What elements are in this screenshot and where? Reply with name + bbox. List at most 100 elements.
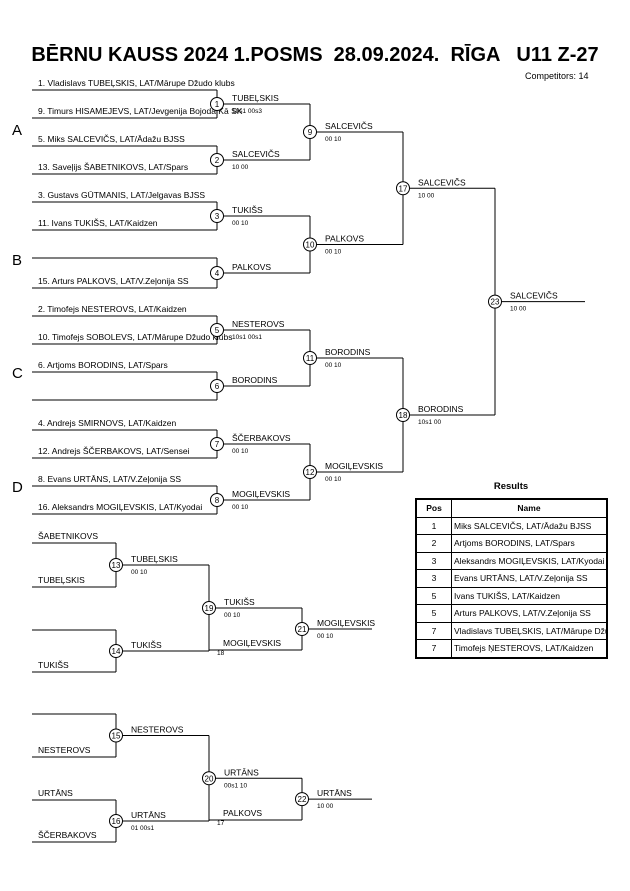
match-number: 22 [298, 795, 307, 804]
match-number: 4 [215, 269, 220, 278]
match-winner: URTĀNS [131, 810, 166, 820]
match-number-circle [210, 379, 224, 393]
entry-name: 12. Andrejs ŠČERBAKOVS, LAT/Sensei [38, 446, 190, 456]
match-number-circle [109, 728, 123, 743]
match-number-circle [210, 97, 224, 111]
match-number: 15 [112, 732, 121, 741]
entry-name: 3. Gustavs GŪTMANIS, LAT/Jelgavas BJSS [38, 190, 205, 200]
match-number: 23 [491, 298, 500, 307]
match-score: 00 10 [224, 612, 241, 619]
match-score: 01 00s1 [131, 825, 155, 832]
match-number-circle [210, 153, 224, 167]
crossover-tag: 18 [217, 650, 225, 657]
entry-name: 2. Timofejs NESTEROVS, LAT/Kaidzen [38, 304, 187, 314]
result-position: 3 [415, 551, 452, 570]
match-number: 5 [215, 326, 220, 335]
page-title: BĒRNU KAUSS 2024 1.POSMS 28.09.2024. RĪG… [31, 44, 599, 66]
competitors-count: Competitors: 14 [525, 71, 589, 81]
repechage-entry-name: NESTEROVS [38, 745, 91, 755]
match-number: 7 [215, 440, 220, 449]
crossover-name: MOGIĻEVSKIS [223, 638, 281, 648]
result-name: Artjoms BORODINS, LAT/Spars [451, 534, 608, 553]
result-position: 5 [415, 604, 452, 623]
match-winner: MOGIĻEVSKIS [232, 489, 290, 499]
repechage-entry-name: ŠČERBAKOVS [38, 830, 97, 840]
match-score: 10 00 [510, 306, 527, 313]
match-number-circle [210, 437, 224, 451]
match-number-circle [109, 644, 123, 658]
match-number: 16 [112, 817, 121, 826]
pool-label: A [12, 122, 22, 139]
match-score: 00 10 [232, 504, 249, 511]
match-number-circle [109, 558, 123, 572]
pool-label: B [12, 252, 22, 269]
entry-name: 1. Vladislavs TUBEĻSKIS, LAT/Mārupe Džud… [38, 78, 235, 88]
match-winner: SALCEVIČS [232, 149, 280, 159]
match-score: 10 00 [317, 803, 334, 810]
entry-name: 4. Andrejs SMIRNOVS, LAT/Kaidzen [38, 418, 177, 428]
entry-name: 8. Evans URTĀNS, LAT/V.Zeļonija SS [38, 474, 181, 484]
match-score: 10s1 00s3 [232, 108, 262, 115]
result-name: Miks SALCEVIČS, LAT/Ādažu BJSS [451, 516, 608, 535]
match-score: 00 10 [232, 220, 249, 227]
match-number: 9 [308, 128, 313, 137]
entry-name: 16. Aleksandrs MOGIĻEVSKIS, LAT/Kyodai [38, 502, 202, 512]
pool-label: D [12, 479, 23, 496]
match-winner: BORODINS [418, 404, 464, 414]
match-score: 00 10 [325, 249, 342, 256]
match-winner: BORODINS [325, 347, 371, 357]
match-number: 8 [215, 496, 220, 505]
match-score: 00 10 [325, 362, 342, 369]
match-winner: PALKOVS [232, 262, 271, 272]
results-header-row: Pos Name [415, 498, 608, 518]
match-number: 20 [205, 774, 214, 783]
match-winner: TUKIŠS [232, 205, 263, 215]
match-winner: MOGIĻEVSKIS [317, 618, 375, 628]
entry-name: 13. Saveļijs ŠABETNIKOVS, LAT/Spars [38, 162, 188, 172]
result-position: 3 [415, 569, 452, 588]
match-score: 00 10 [232, 448, 249, 455]
match-winner: URTĀNS [317, 788, 352, 798]
match-number-circle [202, 771, 216, 786]
match-score: 10 00 [232, 164, 249, 171]
match-winner: MOGIĻEVSKIS [325, 461, 383, 471]
match-winner: NESTEROVS [232, 319, 285, 329]
repechage-entry-name: TUKIŠS [38, 660, 69, 670]
match-number-circle [210, 493, 224, 507]
results-title: Results [493, 481, 529, 492]
match-score: 00 10 [131, 569, 148, 576]
match-number: 3 [215, 212, 220, 221]
entry-name: 5. Miks SALCEVIČS, LAT/Ādažu BJSS [38, 134, 185, 144]
result-name: Aleksandrs MOGIĻEVSKIS, LAT/Kyodai [451, 551, 608, 570]
match-number-circle [202, 601, 216, 615]
match-winner: NESTEROVS [131, 725, 184, 735]
match-winner: TUKIŠS [131, 640, 162, 650]
match-number-circle [396, 181, 410, 196]
match-number-circle [210, 323, 224, 337]
result-name: Evans URTĀNS, LAT/V.Zeļonija SS [451, 569, 608, 588]
result-name: Vladislavs TUBEĻSKIS, LAT/Mārupe Džudo k… [451, 621, 608, 640]
entry-name: 10. Timofejs SOBOLEVS, LAT/Mārupe Džudo … [38, 332, 232, 342]
match-score: 00 10 [325, 476, 342, 483]
entry-name: 11. Ivans TUKIŠS, LAT/Kaidzen [38, 218, 158, 228]
match-number-circle [303, 465, 317, 479]
match-number-circle [396, 408, 410, 422]
result-position: 7 [415, 639, 452, 658]
crossover-tag: 17 [217, 820, 225, 827]
result-name: Ivans TUKIŠS, LAT/Kaidzen [451, 586, 608, 605]
match-number: 10 [306, 241, 315, 250]
match-number: 12 [306, 468, 315, 477]
match-winner: SALCEVIČS [418, 177, 466, 187]
match-winner: ŠČERBAKOVS [232, 433, 291, 443]
result-position: 5 [415, 586, 452, 605]
repechage-entry-name: ŠABETNIKOVS [38, 531, 98, 541]
match-number: 2 [215, 156, 220, 165]
match-number: 19 [205, 604, 214, 613]
